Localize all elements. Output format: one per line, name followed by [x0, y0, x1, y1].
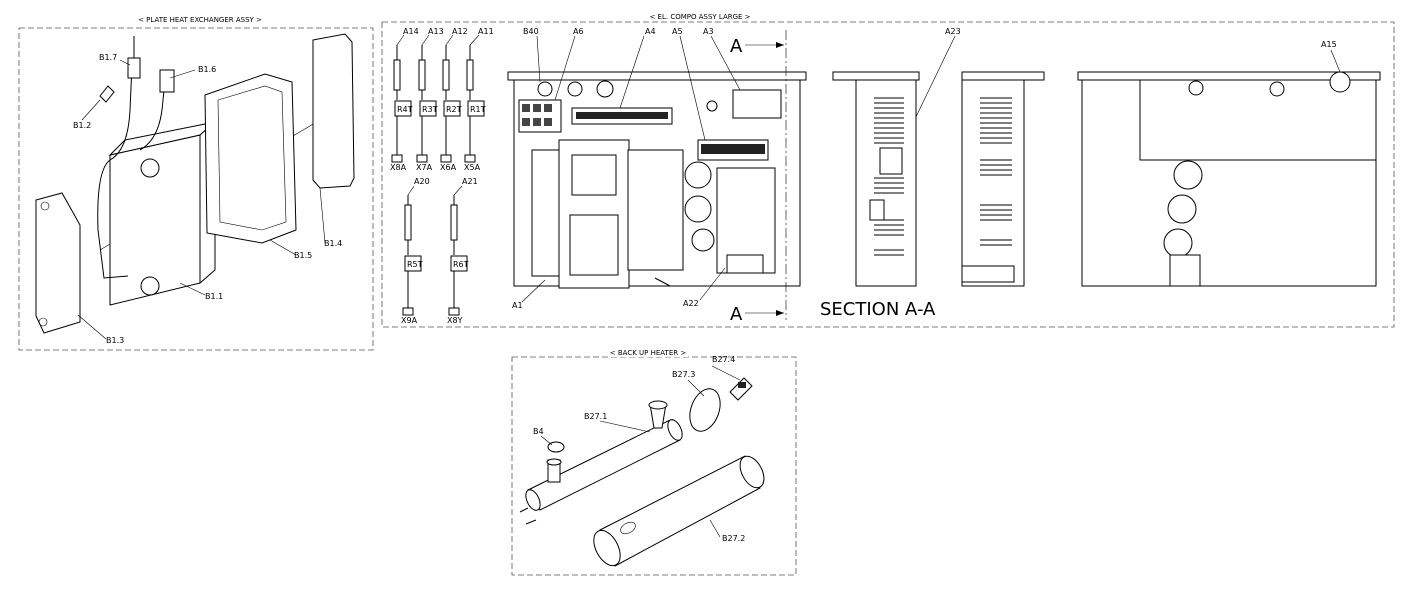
label-a15: A15: [1321, 40, 1337, 49]
label-b12: B1.2: [73, 121, 91, 130]
insulation-sleeve: [599, 455, 761, 567]
section-mark-bottom: A: [730, 304, 743, 325]
label-a5: A5: [672, 27, 683, 36]
label-x8a: X8A: [390, 163, 407, 172]
plate-group-title: < PLATE HEAT EXCHANGER ASSY >: [138, 16, 262, 24]
label-b11: B1.1: [205, 292, 223, 301]
el-compo-group: < EL. COMPO ASSY LARGE >: [381, 9, 1395, 328]
front-cover-part: [312, 33, 355, 189]
side-view-left: [832, 71, 920, 287]
label-a23: A23: [945, 27, 961, 36]
side-view-right: [961, 71, 1045, 287]
b4-ring: [547, 441, 565, 453]
label-r6t: R6T: [453, 260, 469, 269]
label-a3: A3: [703, 27, 714, 36]
label-x9a: X9A: [401, 316, 418, 325]
label-a13: A13: [428, 27, 444, 36]
label-a20: A20: [414, 177, 430, 186]
backup-heater-group: < BACK UP HEATER > B27.4 B27.3 B27.1 B: [511, 345, 797, 576]
thermistor-set-top: A14 A13 A12 A11 R4T R3T R2T R1T X8A X7A …: [390, 27, 494, 172]
b17-connector: [127, 57, 141, 79]
switch-box-front: [507, 71, 807, 289]
label-b40: B40: [523, 27, 539, 36]
el-compo-title: < EL. COMPO ASSY LARGE >: [649, 13, 750, 21]
b16-connector: [159, 69, 175, 93]
label-b16: B1.6: [198, 65, 216, 74]
label-a12: A12: [452, 27, 468, 36]
insulation-frame-outer: [204, 73, 297, 244]
label-a6: A6: [573, 27, 584, 36]
back-view: [1077, 71, 1381, 287]
plate-group-frame: [18, 27, 374, 351]
label-a22: A22: [683, 299, 699, 308]
label-b13: B1.3: [106, 336, 124, 345]
back-plate-part: [35, 192, 81, 334]
label-b15: B1.5: [294, 251, 312, 260]
section-mark-top: A: [730, 36, 743, 57]
element-plug: [729, 377, 753, 401]
label-x6a: X6A: [440, 163, 457, 172]
label-a14: A14: [403, 27, 419, 36]
b12-sensor: [99, 85, 115, 103]
pipe-right: [139, 79, 166, 151]
back-plate-hole: [38, 317, 48, 327]
label-a4: A4: [645, 27, 656, 36]
label-b273: B27.3: [672, 370, 695, 379]
label-b4: B4: [533, 427, 544, 436]
label-b271: B27.1: [584, 412, 607, 421]
heat-exchanger-port: [140, 158, 160, 178]
plate-heat-exchanger-group: < PLATE HEAT EXCHANGER ASSY >: [18, 13, 374, 351]
section-marks: A A: [730, 30, 787, 325]
insulation-frame-inner: [217, 85, 287, 231]
label-a21: A21: [462, 177, 478, 186]
thermistor-set-bottom: A20 A21 R5T R6T X9A X8Y: [401, 177, 478, 325]
backup-title: < BACK UP HEATER >: [610, 349, 687, 357]
label-r2t: R2T: [446, 105, 462, 114]
label-b272: B27.2: [722, 534, 745, 543]
label-b17: B1.7: [99, 53, 117, 62]
flange-disc: [689, 388, 721, 432]
label-r5t: R5T: [407, 260, 423, 269]
label-x8y: X8Y: [447, 316, 463, 325]
label-b14: B1.4: [324, 239, 342, 248]
label-r3t: R3T: [422, 105, 438, 114]
backup-frame: [511, 356, 797, 576]
back-plate-hole: [40, 201, 50, 211]
label-b274: B27.4: [712, 355, 735, 364]
label-x5a: X5A: [464, 163, 481, 172]
heat-exchanger-port: [140, 276, 160, 296]
label-a11: A11: [478, 27, 494, 36]
label-a1: A1: [512, 301, 523, 310]
label-r1t: R1T: [470, 105, 486, 114]
section-title: SECTION A-A: [820, 299, 936, 320]
pipe-left: [97, 64, 133, 279]
label-x7a: X7A: [416, 163, 433, 172]
el-compo-frame: [381, 21, 1395, 328]
label-r4t: R4T: [397, 105, 413, 114]
